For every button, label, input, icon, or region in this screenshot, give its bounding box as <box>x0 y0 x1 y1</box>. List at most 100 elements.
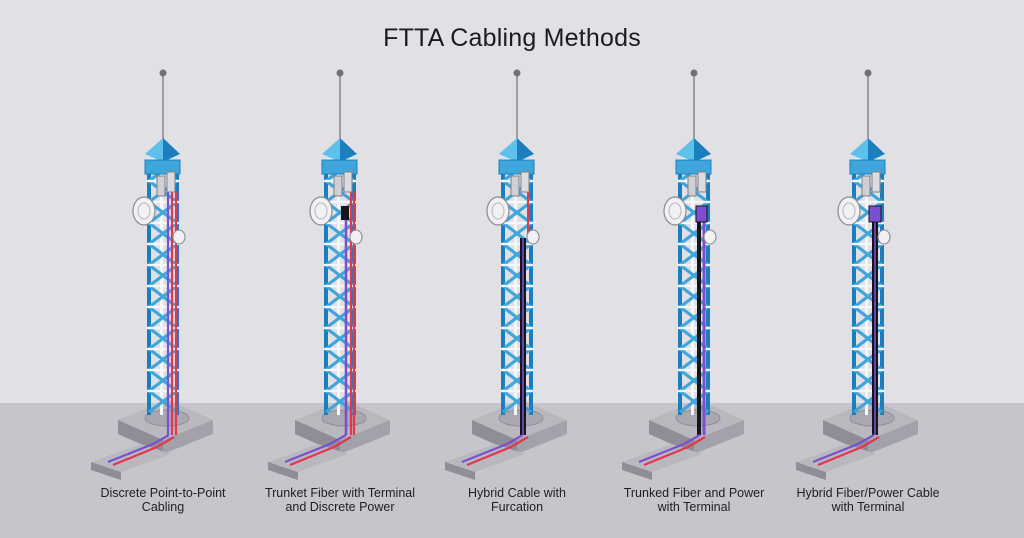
mast-tip <box>864 69 872 77</box>
cap-left-face <box>322 138 340 162</box>
lattice-structure <box>147 158 179 415</box>
tower-illustration <box>268 69 390 480</box>
base-right <box>694 420 744 454</box>
cables <box>812 205 882 467</box>
tower-illustration <box>91 69 213 480</box>
caption-line: Trunket Fiber with Terminal <box>264 486 416 500</box>
tower-footing <box>321 409 367 427</box>
base-right <box>163 420 213 454</box>
caption-line: Furcation <box>490 500 544 514</box>
brace <box>325 263 355 288</box>
dish-small <box>526 229 540 245</box>
dish-large <box>309 196 333 226</box>
dish-large <box>837 196 861 226</box>
caption-line: and Discrete Power <box>285 500 395 514</box>
cap-left-face <box>676 138 694 162</box>
ground-run-power <box>817 436 880 467</box>
caption-line: Hybrid Cable with <box>468 486 566 500</box>
cap-right-face <box>163 138 180 162</box>
dish-large <box>486 196 510 226</box>
tower-leg-back <box>514 164 517 415</box>
microwave-dishes <box>132 196 186 245</box>
tower-leg-back <box>337 164 340 415</box>
tower-leg-back <box>865 164 868 415</box>
cap-left-face <box>850 138 868 162</box>
fiber-terminal <box>341 206 349 220</box>
tower-cap <box>498 138 535 175</box>
concrete-base <box>796 400 918 480</box>
base-right <box>868 420 918 454</box>
microwave-dishes <box>309 196 363 245</box>
dish-small <box>349 229 363 245</box>
caption-line: with Terminal <box>657 500 731 514</box>
radio-unit <box>697 171 707 193</box>
caption-line: Trunked Fiber and Power <box>623 486 765 500</box>
dish-large <box>663 196 687 226</box>
terminal-box <box>695 205 708 223</box>
caption-line: with Terminal <box>831 500 905 514</box>
tower-cap <box>675 138 712 175</box>
radio-unit <box>861 175 871 197</box>
brace <box>325 200 355 225</box>
radio-unit <box>520 171 530 193</box>
diagram-title: FTTA Cabling Methods <box>383 24 641 52</box>
mast-tip <box>336 69 344 77</box>
cap-band <box>675 159 712 175</box>
trench-side <box>796 462 826 480</box>
radio-panels <box>510 171 530 197</box>
radio-unit <box>871 171 881 193</box>
brace <box>325 326 355 351</box>
ground-run-fiber <box>107 434 170 464</box>
cap-left-face <box>145 138 163 162</box>
brace <box>502 221 532 246</box>
radio-panels <box>156 171 176 197</box>
mast-tip <box>513 69 521 77</box>
brace <box>502 368 532 393</box>
base-right <box>340 420 390 454</box>
cap-band <box>498 159 535 175</box>
trench-side <box>622 462 652 480</box>
cap-band <box>321 159 358 175</box>
dish-ring <box>491 202 505 220</box>
tower-trunk-terminal-discrete <box>250 60 430 480</box>
tower-illustration <box>445 69 567 480</box>
dish-small <box>877 229 891 245</box>
terminal-box <box>868 205 882 223</box>
cap-band <box>849 159 886 175</box>
tower-cap <box>144 138 181 175</box>
tower-hybrid-furcation <box>427 60 607 480</box>
dish-ring <box>668 202 682 220</box>
caption-line: Discrete Point-to-Point <box>100 486 226 500</box>
radio-panels <box>861 171 881 197</box>
brace <box>325 347 355 372</box>
dish-large <box>132 196 156 226</box>
concrete-base <box>91 400 213 480</box>
ground-run-fiber <box>812 434 875 464</box>
cap-right-face <box>868 138 885 162</box>
caption-line: Hybrid Fiber/Power Cable <box>796 486 940 500</box>
cap-right-face <box>694 138 711 162</box>
cables <box>107 192 178 467</box>
ground-run-fiber <box>461 434 524 464</box>
caption-line: Cabling <box>141 500 185 514</box>
brace <box>325 284 355 309</box>
radio-panels <box>333 171 353 197</box>
brace <box>502 326 532 351</box>
radio-unit <box>343 171 353 193</box>
tower-cap <box>849 138 886 175</box>
brace <box>325 368 355 393</box>
ground-run-power <box>112 436 175 467</box>
tower-leg-back <box>160 164 163 415</box>
brace <box>502 263 532 288</box>
tower-hybrid-terminal <box>778 60 958 480</box>
ground-run-fiber <box>638 434 701 464</box>
brace <box>325 305 355 330</box>
microwave-dishes <box>663 196 717 245</box>
concrete-base <box>268 400 390 480</box>
radio-unit <box>687 175 697 197</box>
mast-tip <box>690 69 698 77</box>
ground-run-fiber <box>284 434 347 464</box>
